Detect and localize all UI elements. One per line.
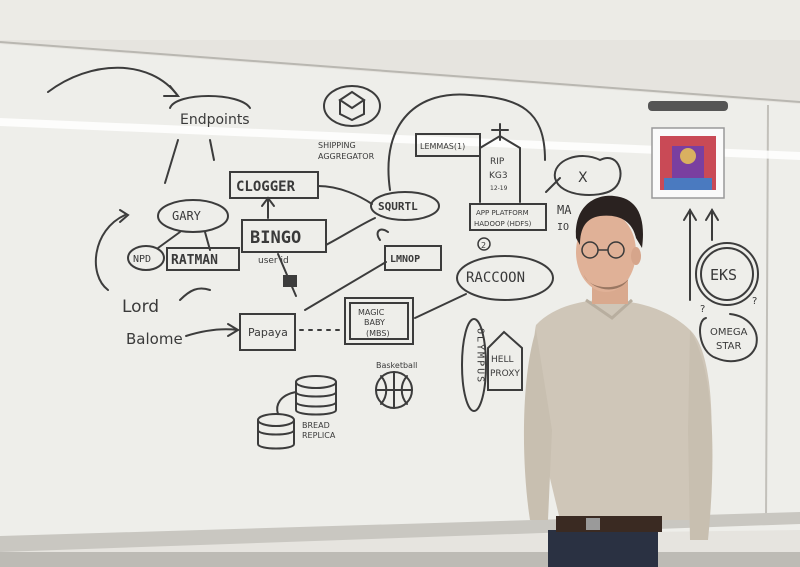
label-proxy: PROXY	[490, 369, 520, 379]
label-endpoints: Endpoints	[180, 112, 250, 128]
label-question-2: ?	[752, 296, 757, 307]
label-ma: MA	[557, 203, 572, 217]
label-lord: Lord	[122, 297, 159, 317]
label-racoon: RACCOON	[466, 270, 525, 286]
label-lemmas: LEMMAS(1)	[420, 142, 465, 151]
label-squirtl: SQURTL	[378, 200, 418, 213]
label-magic: MAGIC	[358, 308, 385, 317]
label-x: X	[578, 170, 588, 186]
label-npd: NPD	[133, 254, 151, 265]
label-lmnop: LMNOP	[390, 254, 420, 265]
label-bread: BREAD	[302, 421, 330, 430]
label-baby: BABY	[364, 318, 385, 327]
label-rip-date: 12-19	[490, 185, 508, 192]
picture-hanger	[648, 101, 728, 111]
label-shipping-2: AGGREGATOR	[318, 152, 375, 161]
label-star: STAR	[716, 341, 742, 352]
label-papaya: Papaya	[248, 326, 288, 339]
label-ratman: RATMAN	[171, 253, 218, 268]
label-rip: RIP	[490, 157, 505, 167]
label-question-1: ?	[700, 304, 705, 315]
label-olympus: OLYMPUS	[475, 328, 486, 384]
label-bingo: BINGO	[250, 228, 301, 248]
label-user-id: user id	[258, 256, 289, 266]
label-mbs: (MBS)	[366, 329, 390, 338]
label-gary: GARY	[172, 209, 202, 223]
label-io: IO	[557, 222, 569, 233]
label-shipping-1: SHIPPING	[318, 141, 356, 150]
label-basketball: Basketball	[376, 361, 417, 370]
label-hell: HELL	[491, 355, 513, 365]
label-eks: EKS	[710, 266, 737, 284]
label-hadoop: HADOOP (HDFS)	[474, 220, 532, 228]
label-clogger: CLOGGER	[236, 179, 296, 195]
label-omega: OMEGA	[710, 327, 748, 338]
presenter	[523, 195, 713, 567]
label-balome: Balome	[126, 330, 183, 348]
label-app-platform: APP PLATFORM	[476, 209, 529, 217]
label-replica: REPLICA	[302, 431, 336, 440]
label-circled-2: 2	[481, 241, 486, 250]
label-kg3: KG3	[489, 171, 508, 181]
